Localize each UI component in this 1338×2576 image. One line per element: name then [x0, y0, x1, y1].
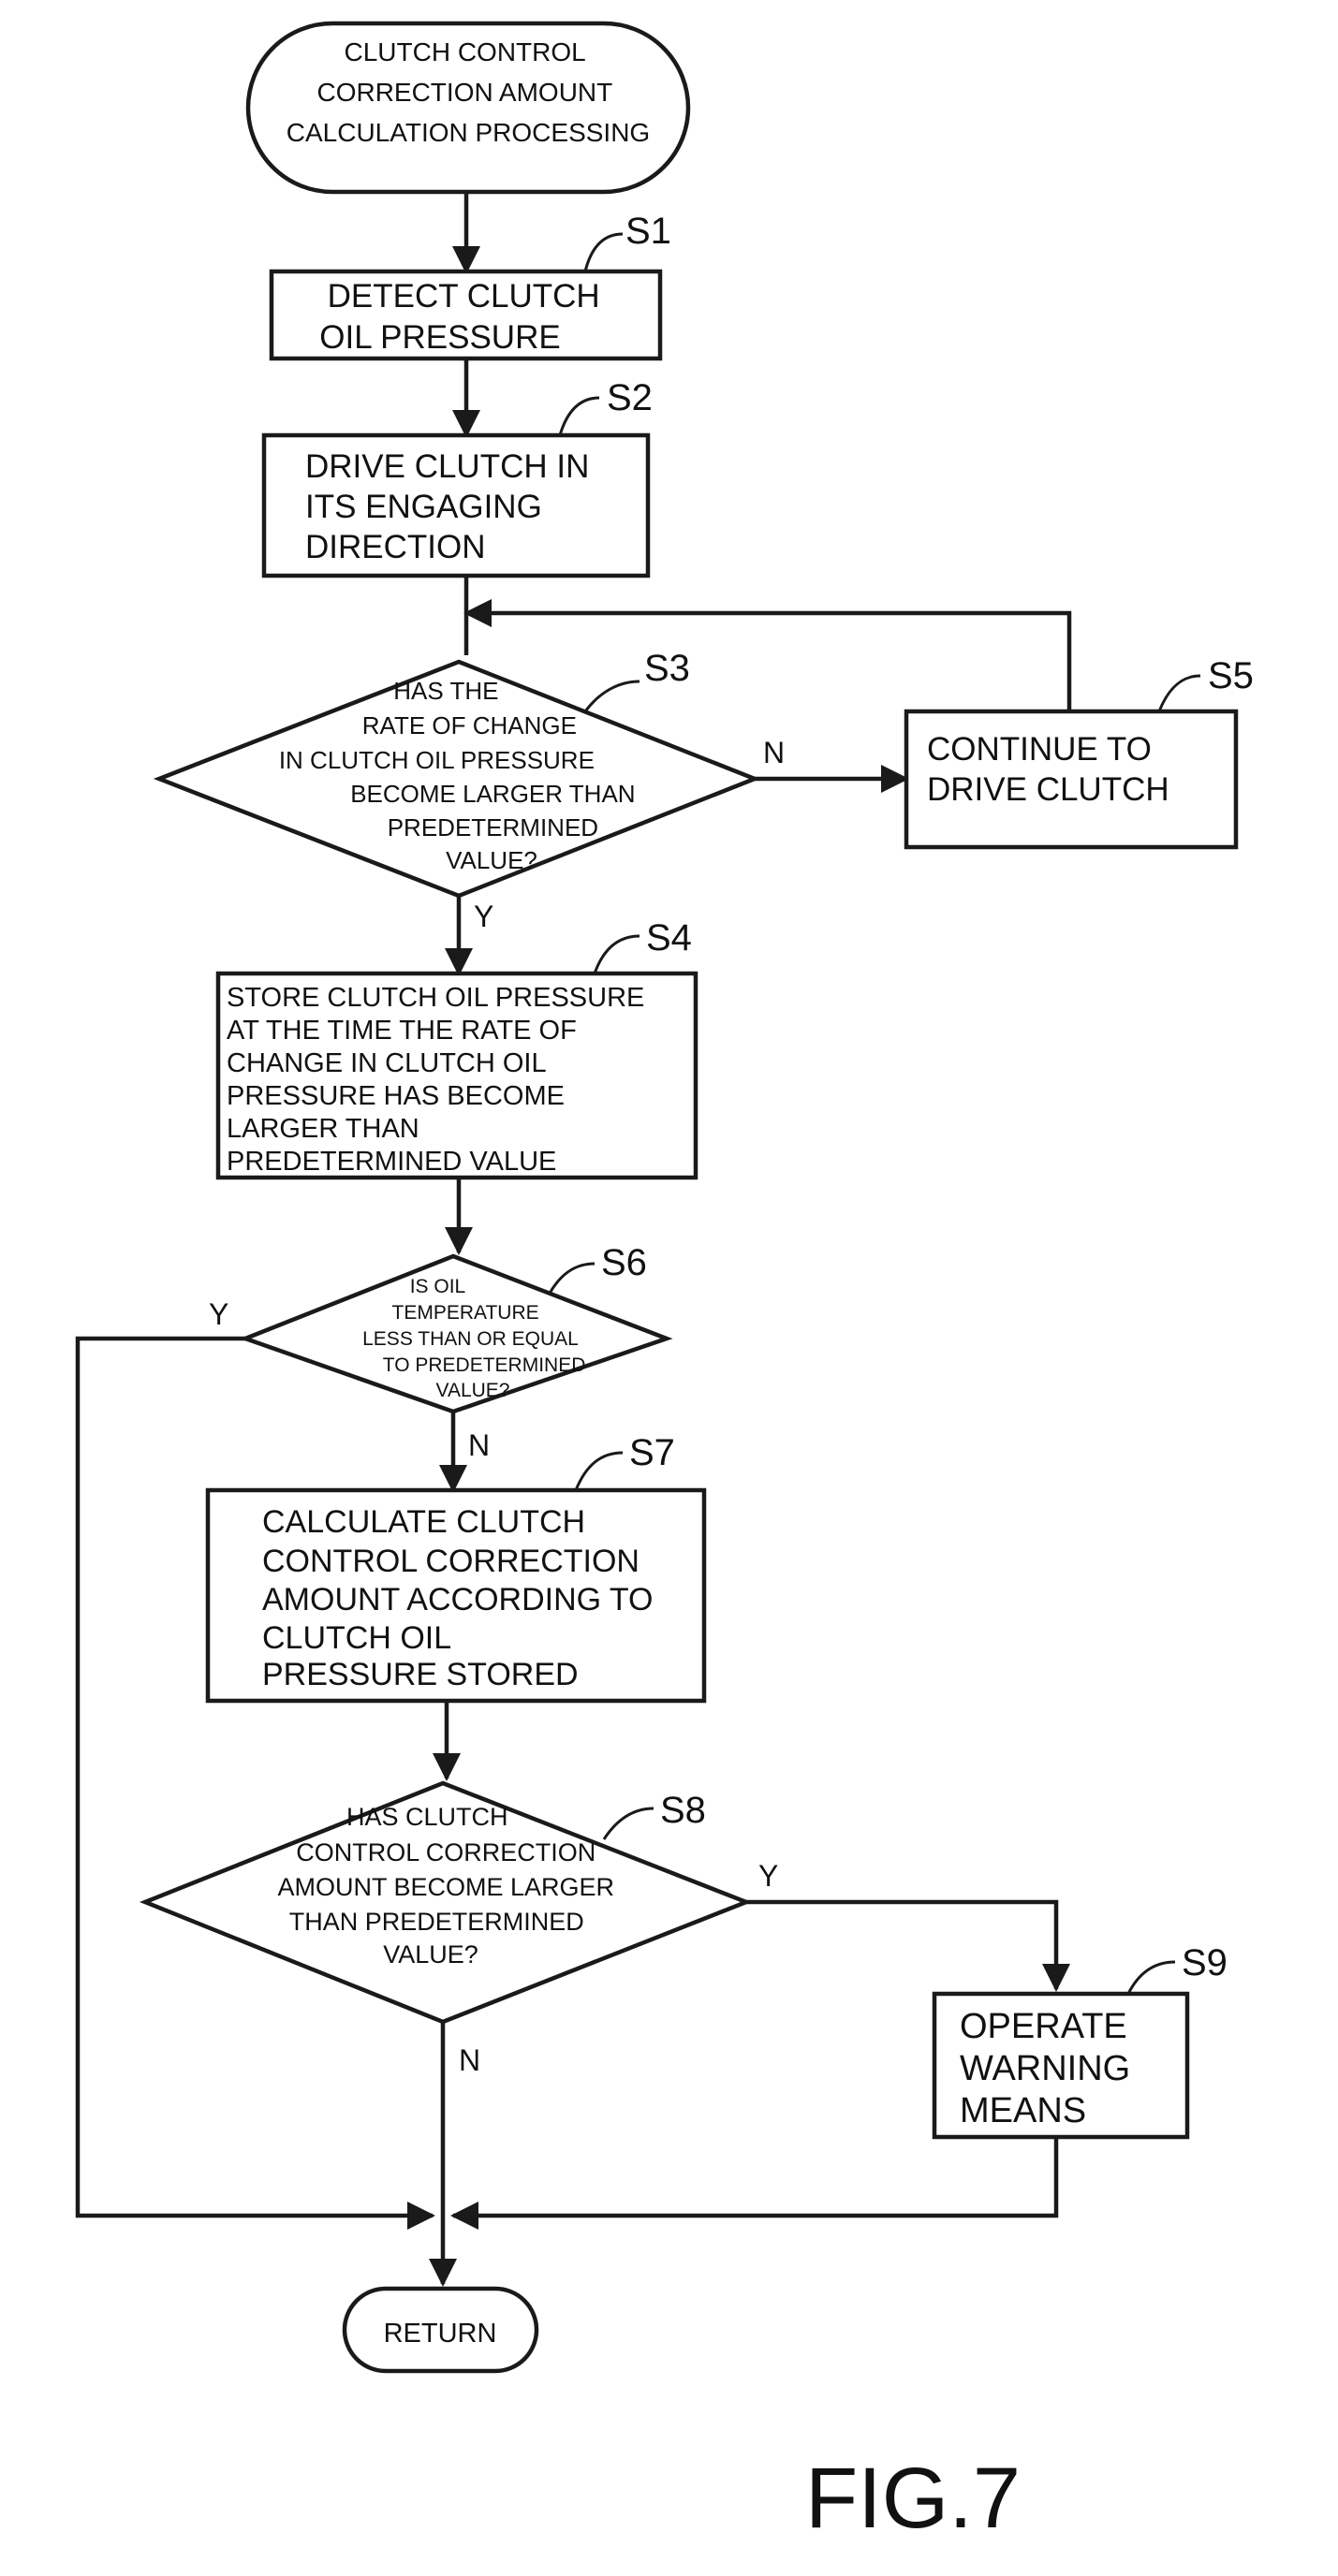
- s7-text: CALCULATE CLUTCH CONTROL CORRECTION AMOU…: [262, 1504, 662, 1692]
- s8-text: HAS CLUTCH CONTROL CORRECTION AMOUNT BEC…: [277, 1803, 621, 1969]
- decision-s8: HAS CLUTCH CONTROL CORRECTION AMOUNT BEC…: [139, 1780, 778, 2077]
- s8-tag-leader: [602, 1807, 654, 1840]
- return-text: RETURN: [384, 2319, 497, 2349]
- start-terminator: CLUTCH CONTROL CORRECTION AMOUNT CALCULA…: [245, 21, 691, 195]
- step-s1-box: DETECT CLUTCH OIL PRESSURE S1: [269, 211, 671, 361]
- edge-s5-loop-back: [463, 599, 1072, 711]
- step-s5-box: CONTINUE TO DRIVE CLUTCH S5: [904, 655, 1254, 850]
- s6-step-label: S6: [601, 1242, 647, 1283]
- s9-text: OPERATE WARNING MEANS: [960, 2007, 1140, 2130]
- s2-step-label: S2: [607, 377, 653, 418]
- s3-tag-leader: [583, 680, 640, 712]
- figure-label: FIG.7: [805, 2451, 1021, 2546]
- s1-step-label: S1: [625, 211, 671, 252]
- s6-yes-label: Y: [209, 1297, 228, 1331]
- s7-tag-leader: [574, 1451, 624, 1491]
- s4-text: STORE CLUTCH OIL PRESSURE AT THE TIME TH…: [227, 983, 652, 1177]
- start-text: CLUTCH CONTROL CORRECTION AMOUNT CALCULA…: [287, 37, 650, 147]
- s3-no-label: N: [763, 736, 785, 769]
- s5-tag-leader: [1157, 674, 1201, 712]
- connectors: [75, 192, 1072, 2287]
- s3-step-label: S3: [644, 648, 690, 689]
- s5-text: CONTINUE TO DRIVE CLUTCH: [927, 731, 1169, 808]
- s3-yes-label: Y: [474, 900, 493, 933]
- step-s4-box: STORE CLUTCH OIL PRESSURE AT THE TIME TH…: [215, 917, 698, 1180]
- edge-s9-merge: [450, 2137, 1059, 2230]
- s2-text: DRIVE CLUTCH IN ITS ENGAGING DIRECTION: [305, 448, 598, 565]
- s5-step-label: S5: [1208, 655, 1254, 696]
- step-s2-box: DRIVE CLUTCH IN ITS ENGAGING DIRECTION S…: [261, 377, 653, 578]
- s3-text: HAS THE RATE OF CHANGE IN CLUTCH OIL PRE…: [279, 677, 642, 874]
- s6-tag-leader: [549, 1262, 595, 1293]
- step-s9-box: OPERATE WARNING MEANS S9: [932, 1942, 1228, 2140]
- s4-step-label: S4: [646, 917, 692, 959]
- edge-s6-yes-bypass: [75, 1336, 435, 2230]
- s6-text: IS OIL TEMPERATURE LESS THAN OR EQUAL TO…: [362, 1276, 591, 1401]
- s8-no-label: N: [459, 2043, 480, 2077]
- decision-s3: HAS THE RATE OF CHANGE IN CLUTCH OIL PRE…: [153, 648, 785, 933]
- s9-step-label: S9: [1182, 1942, 1228, 1983]
- s1-text: DETECT CLUTCH OIL PRESSURE: [319, 278, 609, 356]
- s1-tag-leader: [583, 232, 624, 272]
- s2-tag-leader: [558, 396, 600, 436]
- s7-step-label: S7: [629, 1432, 675, 1473]
- s8-step-label: S8: [660, 1790, 706, 1831]
- step-s7-box: CALCULATE CLUTCH CONTROL CORRECTION AMOU…: [205, 1432, 707, 1704]
- s4-tag-leader: [593, 934, 640, 974]
- s8-yes-label: Y: [758, 1859, 778, 1893]
- s6-no-label: N: [468, 1428, 490, 1462]
- s9-tag-leader: [1126, 1960, 1176, 1995]
- return-terminator: RETURN: [342, 2286, 539, 2374]
- decision-s6: IS OIL TEMPERATURE LESS THAN OR EQUAL TO…: [209, 1242, 673, 1462]
- edge-s8-yes: [746, 1899, 1070, 1992]
